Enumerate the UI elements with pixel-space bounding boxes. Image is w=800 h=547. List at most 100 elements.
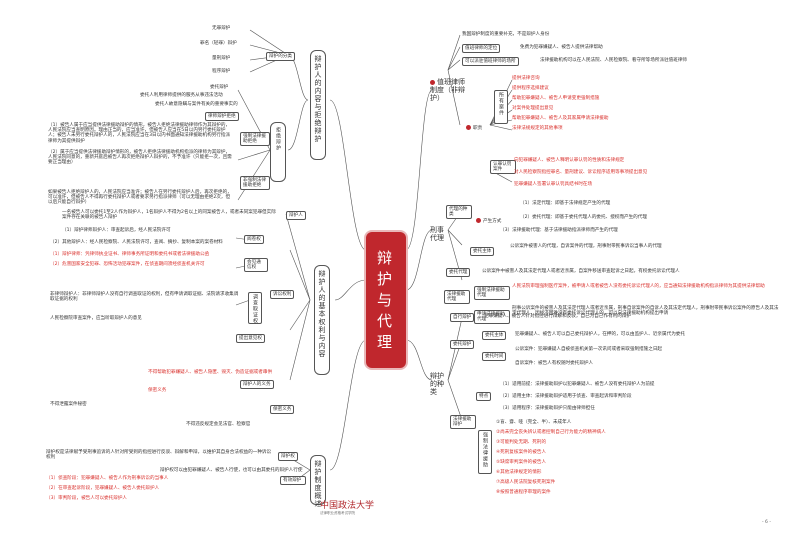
entrust-time-2: 自诉案件：被告人有权随时委托辩护人 [515, 361, 594, 366]
branch-overview: 辩护制度概述 [310, 455, 326, 508]
node-aid-feature: 特点 [476, 392, 492, 402]
branch-defender-content: 辩护人的内容与拒绝辩护 [310, 50, 326, 160]
defense-text: 辩护权是法律赋予受刑事追诉的人针对所受到的指控进行反驳、辩解和申辩，以维护其自身… [46, 450, 272, 461]
node-produce: 产生方式 [476, 218, 501, 224]
read-item-2: （2）其他辩护人：经人民检察院、人民法院许可，查阅、摘抄、复制本案的案卷材料 [50, 240, 223, 245]
mandatory-8: ⑧按照普通程序审理的案件 [496, 490, 551, 495]
node-read: 阅卷权 [244, 235, 264, 245]
node-agency-kinds: 代理的种类 [446, 205, 472, 220]
plea-2: 对人民检察院指控罪名、量刑建议、诉讼程序适用等事项提出意见 [514, 170, 648, 175]
apply-text: 刑事公诉案件的被害人及其法定代理人或者近亲属，刑事自诉案件的自诉人及其法定代理人… [512, 306, 779, 317]
victim-text: 公诉案件被害人的代理，自诉案件的代理，刑事附带民事诉讼当事人的代理 [510, 244, 662, 249]
kind-1: 无罪辩护 [212, 26, 231, 31]
confidential-1: 不得泄露案件秘密 [50, 402, 87, 407]
read-item-1: （1）辩护律师辩护人：审查起诉后，经人民法院许可 [62, 228, 171, 233]
opinion-text: 人民检察院审查案件，应当听取辩护人的意见 [50, 316, 142, 321]
red-dot-icon [430, 79, 435, 85]
node-effective: 有效辩护 [280, 476, 306, 486]
agency-kind-2: （2）委托代理：即基于委托代理人的委托、授权而产生的代理 [520, 215, 647, 220]
mandatory-4: ④死刑复核案件的被告人 [496, 450, 547, 455]
node-confidential: 保密义务 [270, 405, 295, 415]
red-dot-icon [466, 125, 471, 130]
node-duty-position: 值班律师的定位 [462, 44, 501, 54]
node-defender: 辩护人 [286, 211, 306, 221]
node-kinds: 辩护的分类 [266, 52, 295, 62]
duty-4: 对案件处理提出意见 [512, 106, 554, 111]
node-self-defense: 自行辩护 [450, 313, 475, 323]
branch-title: 辩护人的内容与拒绝辩护 [314, 55, 322, 143]
branch-title: 值班律师制度（非辩护） [430, 78, 465, 102]
non-strong-text: 如果被告人拒绝辩护人的，人民法院应当准许；被告人在另行委托辩护人后，再次拒绝的，… [48, 190, 232, 206]
kind-4: 程序辩护 [212, 69, 231, 74]
kind-3: 量刑辩护 [212, 56, 231, 61]
duty-6: 法律法规规定的其他事项 [512, 126, 563, 131]
mandatory-text-2: （2）属于应当提供法律援助辩护情形的，被告人拒绝法律援助机构指派的律师为其辩护，… [48, 150, 232, 166]
page-number: - 6 - [762, 520, 771, 525]
plea-1: 向犯罪嫌疑人、被告人释明认罪认罚的性质和法律规定 [514, 158, 625, 163]
entrust-item-1: 委托人利用律师提供的服务从事违法活动 [140, 93, 223, 98]
agency-kind-3: （3）法律援助代理：基于法律援助指派律师而产生的代理 [500, 228, 618, 233]
entrust-label: 委托辩护 [210, 85, 229, 90]
agency-kind-1: （1）法定代理：即基于法律规定产生的代理 [520, 201, 611, 206]
kind-2: 罪名（轻罪）辩护 [200, 41, 237, 46]
branch-title: 辩护制度概述 [314, 460, 322, 508]
meet-item-2: （2）危害国家安全犯罪、恐怖活动犯罪案件，在侦查期间须经侦查机关许可 [50, 262, 205, 267]
duty-intro: 我国辩护制度的重要补充，不是辩护人身份 [462, 32, 550, 37]
node-defense-right: 辩护权 [278, 452, 298, 462]
node-lawyer-refuse: 律师辩护拒绝 [205, 112, 239, 122]
node-refuse: 拒绝辩护 [270, 122, 286, 182]
branch-basic-rights: 辩护人的基本权利与内容 [314, 265, 330, 375]
node-litigation: 诉讼权利 [270, 290, 295, 300]
aid-feature-1: （1）适用前提：法律援助辩护以犯罪嫌疑人、被告人没有委托辩护人为前提 [500, 382, 655, 387]
node-aid-agency: 法律援助代理 [444, 290, 470, 305]
duty-position-text: 免费为犯罪嫌疑人、被告人提供法律帮助 [520, 45, 603, 50]
aid-text: 人民法院审理强制医疗案件，被申请人或者被告人没有委托诉讼代理人的，应当通知法律援… [512, 284, 765, 289]
branch-agency: 刑事代理 [430, 226, 444, 242]
node-plea: 认罪认罚案件 [490, 160, 516, 175]
assist-2: （2）在审查起诉阶段，犯罪嫌疑人、被告人委托辩护人 [46, 486, 160, 491]
meet-item-1: （1）辩护律师：凭律师执业证书、律师事务所证明和委托书或者法律援助公函 [50, 252, 210, 257]
red-dot-icon [476, 218, 481, 223]
entrust-time-1: 公诉案件：犯罪嫌疑人自被侦查机关第一次讯问或者采取强制措施之日起 [515, 347, 663, 352]
branch-duty-lawyer: 值班律师制度（非辩护） [430, 78, 470, 102]
mandatory-5: ⑤缺席审判案件的被告人 [496, 460, 547, 465]
help-text: 辩护权可以由犯罪嫌疑人、被告人行使，也可以由其委托的辩护人行使 [160, 468, 303, 473]
duty-2: 提供程序选择建议 [512, 86, 549, 91]
node-entrust-subject: 委托主体 [482, 331, 507, 341]
node-duty-place: 可以派驻值班律师的场所 [462, 57, 519, 67]
appeal-text: 公诉案件中被害人及其法定代理人或者近亲属，自案件移送审查起诉之日起，有权委托诉讼… [482, 269, 680, 274]
investigate-text: 非律师辩护人：非律师辩护人没有自行调查取证的权利，但有申请调取证据、法院请求收集… [50, 292, 239, 303]
mandatory-3: ③可能判处无期、死刑的 [496, 440, 547, 445]
school-sub: 法律职业资格考试学院 [320, 511, 355, 515]
node-meet: 会见通信权 [244, 258, 268, 273]
confidential-2: 不得违反规定会见法官、检察官 [186, 422, 251, 427]
plea-3: 犯罪嫌疑人签署认罪认罚具结书时在场 [514, 182, 593, 187]
duty-1: 提供法律咨询 [512, 76, 540, 81]
duty-item-2: 保密义务 [148, 388, 167, 393]
aid-feature-2: （2）适用主体：法律援助辩护适用于侦查、审查起诉和审判阶段 [500, 394, 632, 399]
duty-5: 帮助犯罪嫌疑人、被告人及其家属申请法律援助 [512, 116, 609, 121]
mandatory-6: ⑥其他法律规定的情形 [496, 470, 542, 475]
mandatory-7: ⑦高级人民法院复核死刑案件 [496, 480, 556, 485]
entrust-item-2: 委托人故意隐瞒与案件有关的重要事实的 [155, 102, 238, 107]
node-duties: 职责 [466, 125, 482, 131]
branch-defense-kinds: 辩护的种类 [430, 372, 444, 396]
node-entrust-defense: 委托辩护 [450, 340, 475, 350]
node-opinion: 提出意见权 [236, 334, 265, 344]
mandatory-2: ②尚未完全丧失辨认或者控制自己行为能力的精神病人 [496, 430, 606, 435]
self-text: 犯罪嫌疑人、被告人针对指控进行辩解和反驳，自己为自己作有利的辩护 [484, 314, 632, 319]
school-name: 中国政法大学 [320, 501, 375, 511]
node-duty: 辩护人的义务 [240, 380, 274, 390]
entrust-subject-text: 犯罪嫌疑人、被告人可以自己委托辩护人，在押的，可以由监护人、近亲属代为委托 [515, 332, 685, 337]
assist-1: （1）侦查阶段：犯罪嫌疑人、被告人作为刑事诉讼的当事人 [46, 476, 169, 481]
assist-3: （3）审判阶段，被告人可以委托辩护人 [46, 496, 128, 501]
mandatory-1: ①盲、聋、哑（完全、半）、未成年人 [496, 420, 572, 425]
node-victim: 委托主体 [470, 247, 495, 257]
aid-feature-3: （3）适用程序：法律援助辩护只能由律师担任 [500, 406, 595, 411]
node-non-strong-aid: 非强制法律援助拒绝 [240, 176, 270, 191]
duty-3: 帮助犯罪嫌疑人、被告人申请变更强制措施 [512, 96, 600, 101]
node-mandatory-aid-agency: 强制法律援助代理 [474, 286, 510, 301]
node-entrust-agency: 委托代理 [446, 268, 471, 278]
duty-place-text: 法律援助机构可以在人民法院、人民检察院、看守所等场所派驻值班律师 [540, 58, 688, 63]
node-entrust-time: 委托时间 [482, 352, 507, 362]
